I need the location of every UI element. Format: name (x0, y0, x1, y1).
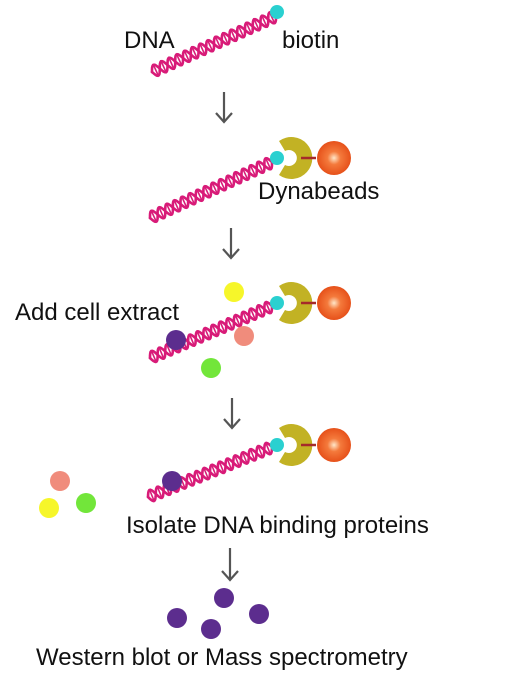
dynabead-icon (279, 136, 351, 179)
protein-yellow (224, 282, 244, 302)
biotin-icon (270, 438, 284, 452)
protein-purple (166, 330, 186, 350)
protein-purple-isolated-1 (214, 588, 234, 608)
dna-helix-icon (150, 10, 278, 78)
label-add-cell-extract: Add cell extract (15, 299, 179, 326)
protein-green-free (76, 493, 96, 513)
protein-salmon-free (50, 471, 70, 491)
dynabead-icon (279, 423, 351, 466)
arrow-down-icon (222, 228, 240, 260)
dynabead-icon (279, 282, 351, 324)
protein-purple-isolated-4 (201, 619, 221, 639)
protein-salmon (234, 326, 254, 346)
protein-yellow-free (39, 498, 59, 518)
arrow-down-icon (215, 92, 233, 124)
dna-helix-icon (148, 156, 274, 224)
protein-purple-isolated-3 (249, 604, 269, 624)
label-dynabeads: Dynabeads (258, 178, 379, 205)
label-dna: DNA (124, 27, 175, 54)
label-readout: Western blot or Mass spectrometry (36, 644, 408, 671)
biotin-icon (270, 151, 284, 165)
label-biotin: biotin (282, 27, 339, 54)
protein-purple-bound (162, 471, 182, 491)
arrow-down-icon (223, 398, 241, 430)
dna-helix-icon (146, 441, 274, 503)
protein-purple-isolated-2 (167, 608, 187, 628)
protein-green (201, 358, 221, 378)
biotin-icon (270, 296, 284, 310)
label-isolate-proteins: Isolate DNA binding proteins (126, 512, 429, 539)
arrow-down-icon (221, 548, 239, 582)
biotin-icon (270, 5, 284, 19)
